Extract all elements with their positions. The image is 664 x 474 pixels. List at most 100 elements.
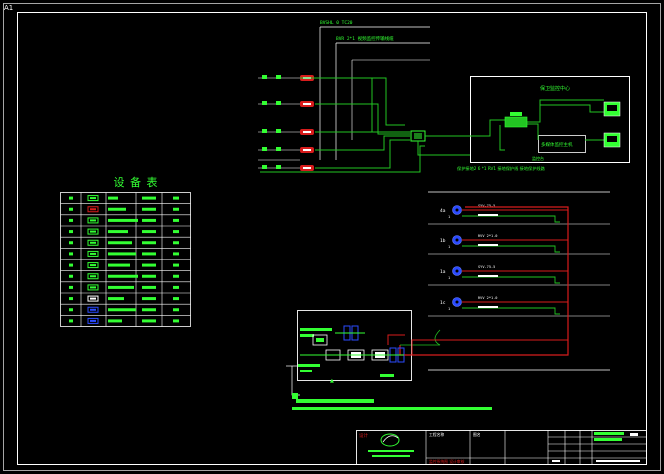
control-switch (504, 116, 528, 128)
bottom-note: 保护接地2 6 *1 RV1 接地保护线 接地保护线路 (457, 165, 546, 172)
equipment-table: 设 备 表 (60, 175, 191, 327)
table-row-desc (108, 241, 132, 245)
table-row-index (69, 285, 73, 289)
table-row-qty (173, 285, 179, 289)
table-row-icon (87, 217, 99, 224)
table-row-qty (173, 263, 179, 267)
table-row-icon (87, 228, 99, 235)
camera-label: 4a (440, 208, 446, 214)
table-row-desc (108, 207, 126, 211)
table-row-index (69, 319, 73, 323)
table-row-icon (87, 262, 99, 269)
table-row-icon (87, 317, 99, 324)
table-row-icon (87, 284, 99, 291)
table-row-icon (87, 195, 99, 202)
table-row-qty (173, 207, 179, 211)
table-row-desc (108, 252, 136, 256)
table-row-qty (173, 230, 179, 234)
cable-tag: SYV-75-5 (478, 265, 495, 269)
table-row-index (69, 218, 73, 222)
table-row-desc (108, 274, 138, 278)
equipment-table-grid (60, 192, 191, 327)
equipment-table-cells (69, 195, 179, 324)
table-row-icon (87, 206, 99, 213)
table-row-index (69, 274, 73, 278)
table-row-spec (142, 252, 156, 256)
cable-tag: SYV-75-5 (478, 204, 495, 208)
table-row-spec (142, 297, 156, 301)
table-row-icon (87, 306, 99, 313)
table-row-spec (142, 230, 156, 234)
table-row-index (69, 207, 73, 211)
bottom-left-panel: ▲ (286, 310, 568, 410)
table-row-qty (173, 308, 179, 312)
sub-panel-box (538, 135, 586, 153)
table-row-index (69, 263, 73, 267)
cable-tag: RVV 2*1.0 (478, 296, 497, 300)
company-mark: 设计 (359, 432, 368, 439)
table-row-icon (87, 250, 99, 257)
table-row-spec (142, 308, 156, 312)
table-row-desc (108, 308, 136, 312)
top-network-diagram: BVSHL 0 TC20 BVR 2*1 视频监控传输线缆 (258, 20, 630, 173)
table-row-index (69, 230, 73, 234)
table-row-desc (108, 196, 118, 200)
table-row-desc (108, 319, 122, 323)
table-row-qty (173, 218, 179, 222)
company-logo-icon (380, 433, 400, 447)
table-row-qty (173, 241, 179, 245)
drawing-label: 图名 (473, 432, 481, 437)
svg-text:▲: ▲ (330, 378, 334, 384)
panel-device-1 (312, 334, 328, 346)
control-center-box (470, 76, 630, 163)
table-row-spec (142, 196, 156, 200)
table-row-index (69, 297, 73, 301)
table-row-qty (173, 252, 179, 256)
svg-text:1: 1 (448, 306, 451, 311)
project-label: 工程名称 (429, 432, 444, 437)
table-row-spec (142, 263, 156, 267)
table-row-qty (173, 274, 179, 278)
table-row-index (69, 241, 73, 245)
camera-label: 1a (440, 269, 446, 275)
table-row-desc (108, 285, 134, 289)
center-note: 监控台 (532, 155, 544, 161)
table-row-desc (108, 218, 138, 222)
table-row-icon (87, 239, 99, 246)
table-row-spec (142, 241, 156, 245)
table-row-spec (142, 285, 156, 289)
table-row-qty (173, 319, 179, 323)
svg-text:1: 1 (448, 244, 451, 249)
table-row-desc (108, 297, 124, 301)
svg-text:1: 1 (448, 275, 451, 280)
table-row-qty (173, 196, 179, 200)
corner-mark: A1 (4, 4, 13, 12)
outer-frame (3, 3, 661, 471)
svg-text:1: 1 (448, 214, 451, 219)
top-bus-sublabel: BVR 2*1 视频监控传输线缆 (336, 35, 394, 42)
table-row-index (69, 252, 73, 256)
table-row-spec (142, 319, 156, 323)
table-row-icon (87, 295, 99, 302)
top-bus-label: BVSHL 0 TC20 (320, 20, 353, 26)
title-block: 设计 工程名称 图名 监控系统图 设计审核 (356, 430, 647, 465)
table-row-icon (87, 273, 99, 280)
cable-tag: RVV 2*1.0 (478, 234, 497, 238)
inner-frame (17, 12, 647, 465)
camera-label: 1b (440, 238, 446, 244)
sub-panel-label: 多媒体监控主机 (541, 141, 573, 148)
table-row-qty (173, 297, 179, 301)
table-row-desc (108, 230, 128, 234)
red-trunk-cable (399, 206, 569, 356)
table-row-desc (108, 263, 130, 267)
table-row-index (69, 196, 73, 200)
table-row-spec (142, 218, 156, 222)
table-row-spec (142, 274, 156, 278)
control-center-label: 保卫监控中心 (540, 85, 570, 92)
table-row-spec (142, 207, 156, 211)
equipment-table-title: 设 备 表 (114, 175, 159, 189)
footer-text: 监控系统图 设计审核 (429, 459, 465, 464)
